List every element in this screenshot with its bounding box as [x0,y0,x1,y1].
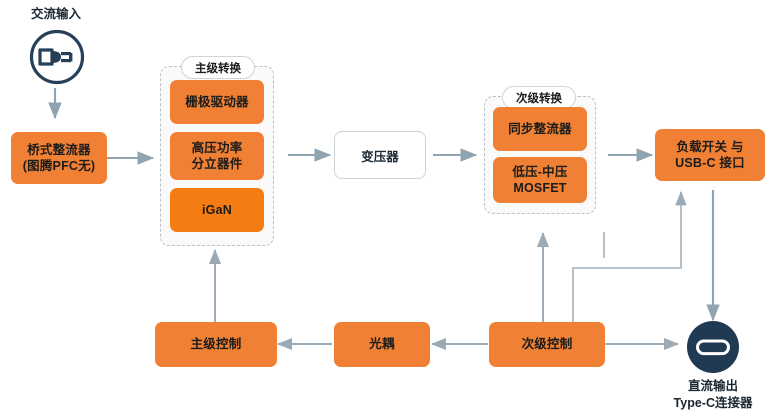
power-plug-icon [29,29,85,85]
sync-rectifier-block[interactable]: 同步整流器 [493,107,587,151]
load-switch-line1: 负载开关 与 [676,139,744,154]
lv-mv-mosfet-line2: MOSFET [513,181,567,195]
primary-control-block[interactable]: 主级控制 [155,322,277,367]
usb-c-output-line2: Type-C连接器 [673,395,753,410]
transformer-block[interactable]: 变压器 [334,131,426,179]
secondary-conversion-group-label: 次级转换 [502,86,576,109]
secondary-control-block[interactable]: 次级控制 [489,322,605,367]
bridge-rectifier-block[interactable]: 桥式整流器 (图腾PFC无) [11,132,107,184]
ac-input-label: 交流输入 [30,7,81,21]
hv-power-discrete-line1: 高压功率 [191,140,243,155]
bridge-rectifier-line2: (图腾PFC无) [22,159,96,173]
hv-power-discrete-block[interactable]: 高压功率 分立器件 [170,132,264,180]
gate-driver-block[interactable]: 栅极驱动器 [170,80,264,124]
lv-mv-mosfet-block[interactable]: 低压-中压 MOSFET [493,157,587,203]
igan-block[interactable]: iGaN [170,188,264,232]
load-switch-block[interactable]: 负载开关 与 USB-C 接口 [655,129,765,181]
usb-c-output-line1: 直流输出 [687,379,738,393]
usb-c-output-label: 直流输出 Type-C连接器 [648,378,778,412]
primary-conversion-group-label: 主级转换 [181,56,255,79]
lv-mv-mosfet-line1: 低压-中压 [512,164,568,179]
elbow-secondarycontrol-to-loadswitch [572,190,687,322]
bridge-rectifier-line1: 桥式整流器 [27,142,91,157]
usb-c-connector-icon[interactable] [686,320,740,374]
hv-power-discrete-line2: 分立器件 [191,157,243,171]
optocoupler-block[interactable]: 光耦 [334,322,430,367]
load-switch-line2: USB-C 接口 [675,156,745,170]
